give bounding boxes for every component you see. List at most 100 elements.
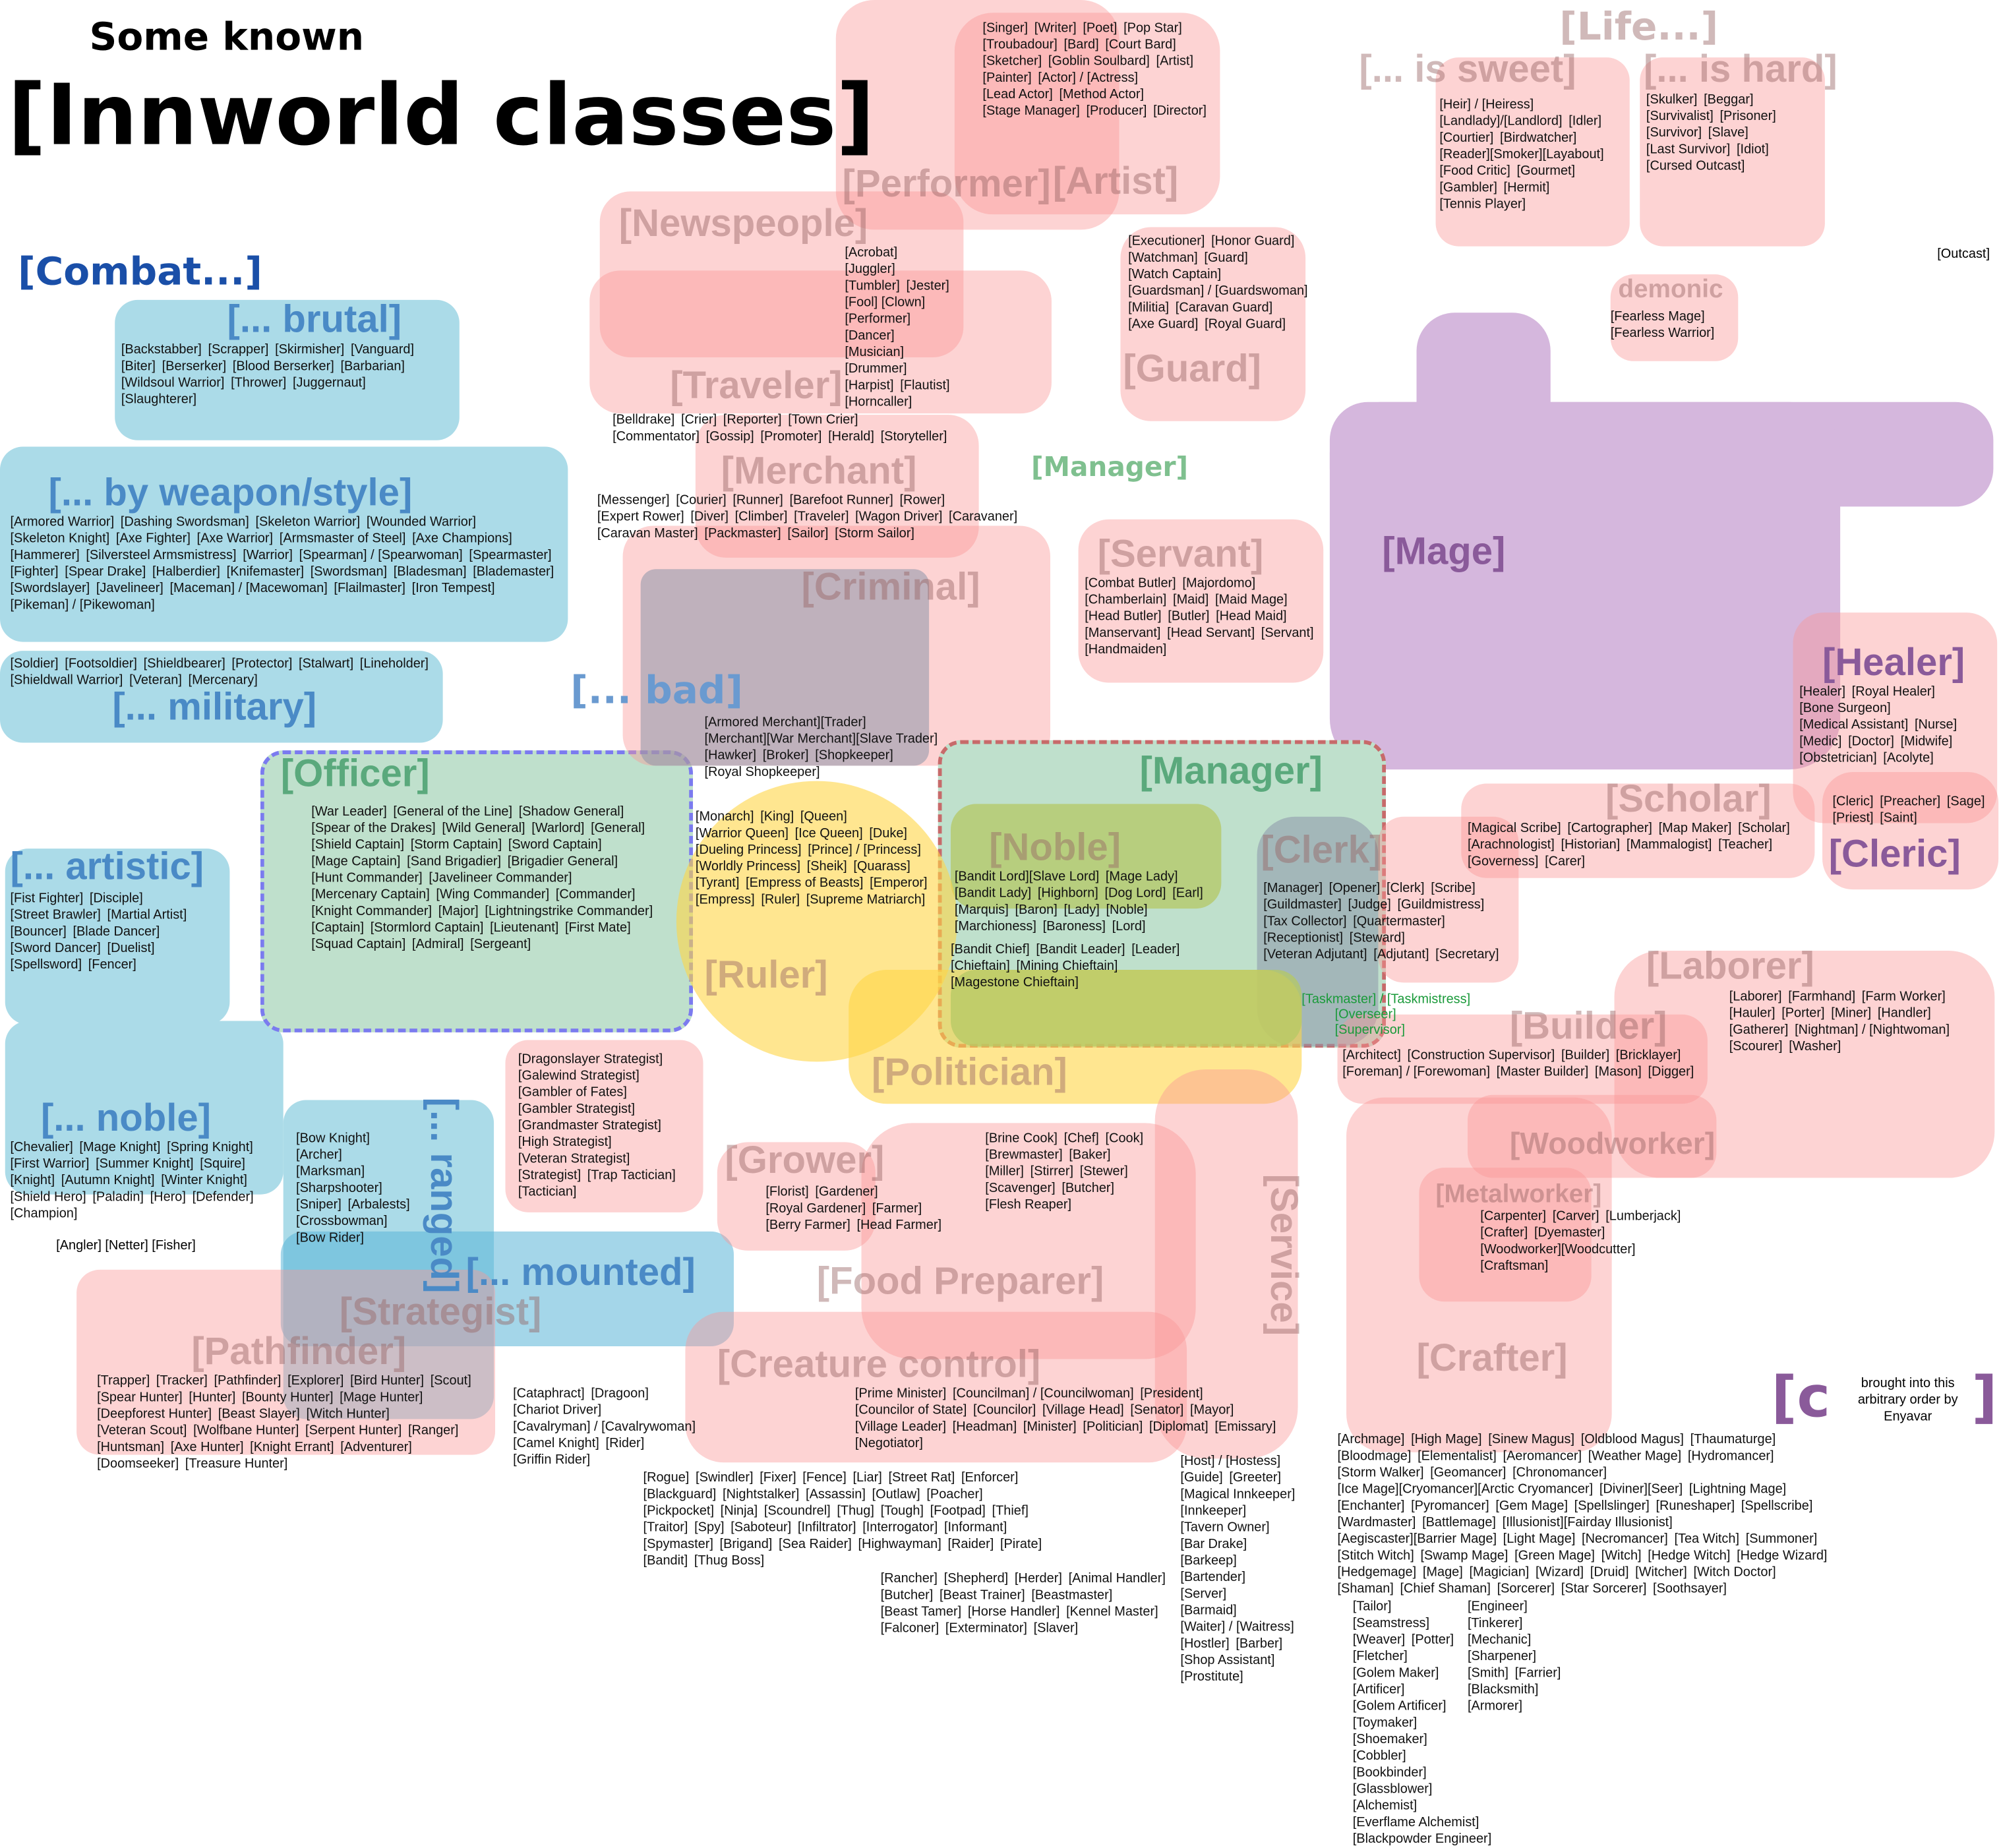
class-label: [Cartographer] (1567, 821, 1652, 836)
class-label: [Sheik] (806, 860, 847, 874)
cleric-class-list: [Cleric][Preacher][Sage][Priest][Saint] (1833, 794, 1992, 827)
class-label: [Hammerer] (10, 549, 80, 563)
class-label: [Washer] (1789, 1040, 1841, 1054)
class-label: [Artificer] (1352, 1683, 1405, 1698)
noblecombat-class-list: [Chevalier][Mage Knight][Spring Knight][… (10, 1139, 278, 1222)
class-label: [Harpist] (845, 378, 894, 394)
class-label: [Minister] (1023, 1420, 1077, 1435)
class-label: [Chronomancer] (1512, 1466, 1607, 1481)
class-label: [Prime Minister] (854, 1386, 947, 1402)
class-label: [Hawker] (704, 749, 757, 763)
class-label: [Thief] (992, 1505, 1029, 1519)
class-label: [Hydromancer] (1687, 1449, 1774, 1464)
class-label: [Beggar] (1704, 93, 1754, 107)
class-label: [Ruler] (761, 893, 800, 908)
class-label: [Bandit Chief] (951, 943, 1030, 957)
class-label: [Adjutant] (1373, 948, 1429, 963)
class-label: [Handmaiden] (1085, 643, 1167, 657)
class-label: [Leader] (1131, 943, 1180, 957)
class-label: [Brine Cook] (985, 1131, 1058, 1147)
class-label: [Marquis] (954, 903, 1009, 918)
class-label: [Green Mage] (1514, 1549, 1595, 1564)
performer-title: [Performer] (842, 163, 1051, 206)
class-label: [Spellscribe] (1741, 1499, 1813, 1514)
class-label: [Maceman] / [Macewoman] (169, 581, 328, 596)
class-label: [Gambler] (1439, 181, 1497, 196)
class-label: [Serpent Hunter] (305, 1424, 402, 1439)
class-label: [Falconer] (880, 1622, 940, 1636)
guard-region (1120, 227, 1306, 421)
class-label: [Warlord] (531, 821, 585, 836)
class-label: [Cursed Outcast] (1646, 159, 1745, 174)
class-label: [Courier] (676, 494, 727, 508)
class-label: [Sand Brigadier] (407, 854, 502, 870)
class-label: [Weaver] (1352, 1633, 1406, 1648)
class-label: [Traitor] (643, 1521, 688, 1535)
sweet-region (1435, 57, 1630, 247)
class-label: [Veteran] (129, 673, 182, 688)
header-title: [Innworld classes] (7, 66, 875, 165)
class-label: [Disciple] (89, 891, 143, 907)
class-label: [Bounty Hunter] (242, 1391, 334, 1406)
class-label: [Raider] (947, 1537, 994, 1552)
class-label: [Caravaner] (949, 510, 1018, 525)
class-label: [Shadow General] (518, 805, 624, 820)
class-label: [Climber] (734, 510, 788, 525)
class-label: [Butcher] (880, 1588, 934, 1603)
strategist-title: [Strategist] (339, 1292, 542, 1334)
ranged-title: [... ranged] (422, 1097, 465, 1294)
class-label: [Lieutenant] (490, 921, 559, 936)
class-label: [First Warrior] (10, 1157, 90, 1172)
artist-title: [Artist] (1052, 160, 1179, 203)
cleric-region (1822, 772, 1999, 890)
class-label: [Mayor] (1190, 1404, 1234, 1418)
class-label: [Battlemage] (1422, 1516, 1496, 1530)
class-label: [Doctor] (1848, 734, 1894, 750)
class-label: [Everflame Alchemist] (1352, 1816, 1479, 1830)
class-label: [Beast Tamer] (880, 1605, 962, 1620)
class-label: [Painter] (982, 71, 1032, 86)
class-label: [Scavenger] (985, 1181, 1056, 1196)
military-title: [... military] (112, 686, 317, 729)
class-label: [Griffin Rider] (513, 1453, 591, 1468)
class-label: [Sage] (1946, 794, 1985, 810)
class-label: [Innkeeper] (1180, 1505, 1247, 1519)
class-label: [Dragonslayer Strategist] (518, 1052, 663, 1067)
class-label: [Aeromancer] (1503, 1449, 1582, 1464)
class-label: [Stirrer] (1030, 1165, 1074, 1179)
class-label: [Soothsayer] (1653, 1582, 1727, 1597)
class-label: [Hunter] (189, 1391, 236, 1406)
hard-class-list: [Skulker][Beggar][Survivalist][Prisoner]… (1646, 92, 1822, 175)
class-label: [Dashing Swordsman] (120, 515, 249, 530)
manager-title: [Manager] (1139, 750, 1323, 793)
laborer-region (1614, 951, 1995, 1178)
class-label: [Armored Merchant][Trader] (704, 715, 866, 730)
class-label: [Fool] [Clown] (845, 296, 926, 311)
class-label: [Shoemaker] (1352, 1733, 1427, 1747)
class-label: [Actor] / [Actress] (1038, 71, 1139, 86)
class-label: [Mining Chieftain] (1016, 959, 1118, 974)
class-label: [Lumberjack] (1605, 1209, 1681, 1224)
ruler-class-list: [Monarch][King][Queen][Warrior Queen][Ic… (696, 809, 938, 909)
class-label: [Warrior] (243, 549, 293, 563)
criminal-region (640, 569, 930, 766)
class-label: [Butler] (1168, 610, 1210, 624)
class-label: [Blacksmith] (1467, 1683, 1539, 1698)
guard-class-list: [Executioner][Honor Guard][Watchman][Gua… (1128, 233, 1308, 333)
woodworker-class-list: [Carpenter][Carver][Lumberjack][Crafter]… (1480, 1208, 1710, 1275)
class-label: [Head Servant] (1167, 626, 1255, 641)
class-label: [Hunt Commander] (311, 872, 423, 886)
class-label: [Tavern Owner] (1180, 1521, 1270, 1535)
class-label: [Hermit] (1503, 181, 1550, 196)
class-label: [Rider] (605, 1437, 645, 1451)
class-label: [Chariot Driver] (513, 1404, 602, 1418)
class-label: [Medic] (1799, 734, 1842, 750)
class-label: [Aegiscaster][Barrier Mage] (1337, 1532, 1497, 1547)
sweet-title: [... is sweet] (1359, 48, 1576, 91)
class-label: [Construction Supervisor] (1407, 1049, 1555, 1063)
class-label: [Town Crier] (788, 413, 858, 428)
class-label: [Sailor] (787, 527, 829, 541)
class-label: [Ranger] (407, 1424, 459, 1439)
class-label: [Village Leader] (854, 1420, 947, 1435)
class-label: [Berserker] (162, 359, 227, 374)
